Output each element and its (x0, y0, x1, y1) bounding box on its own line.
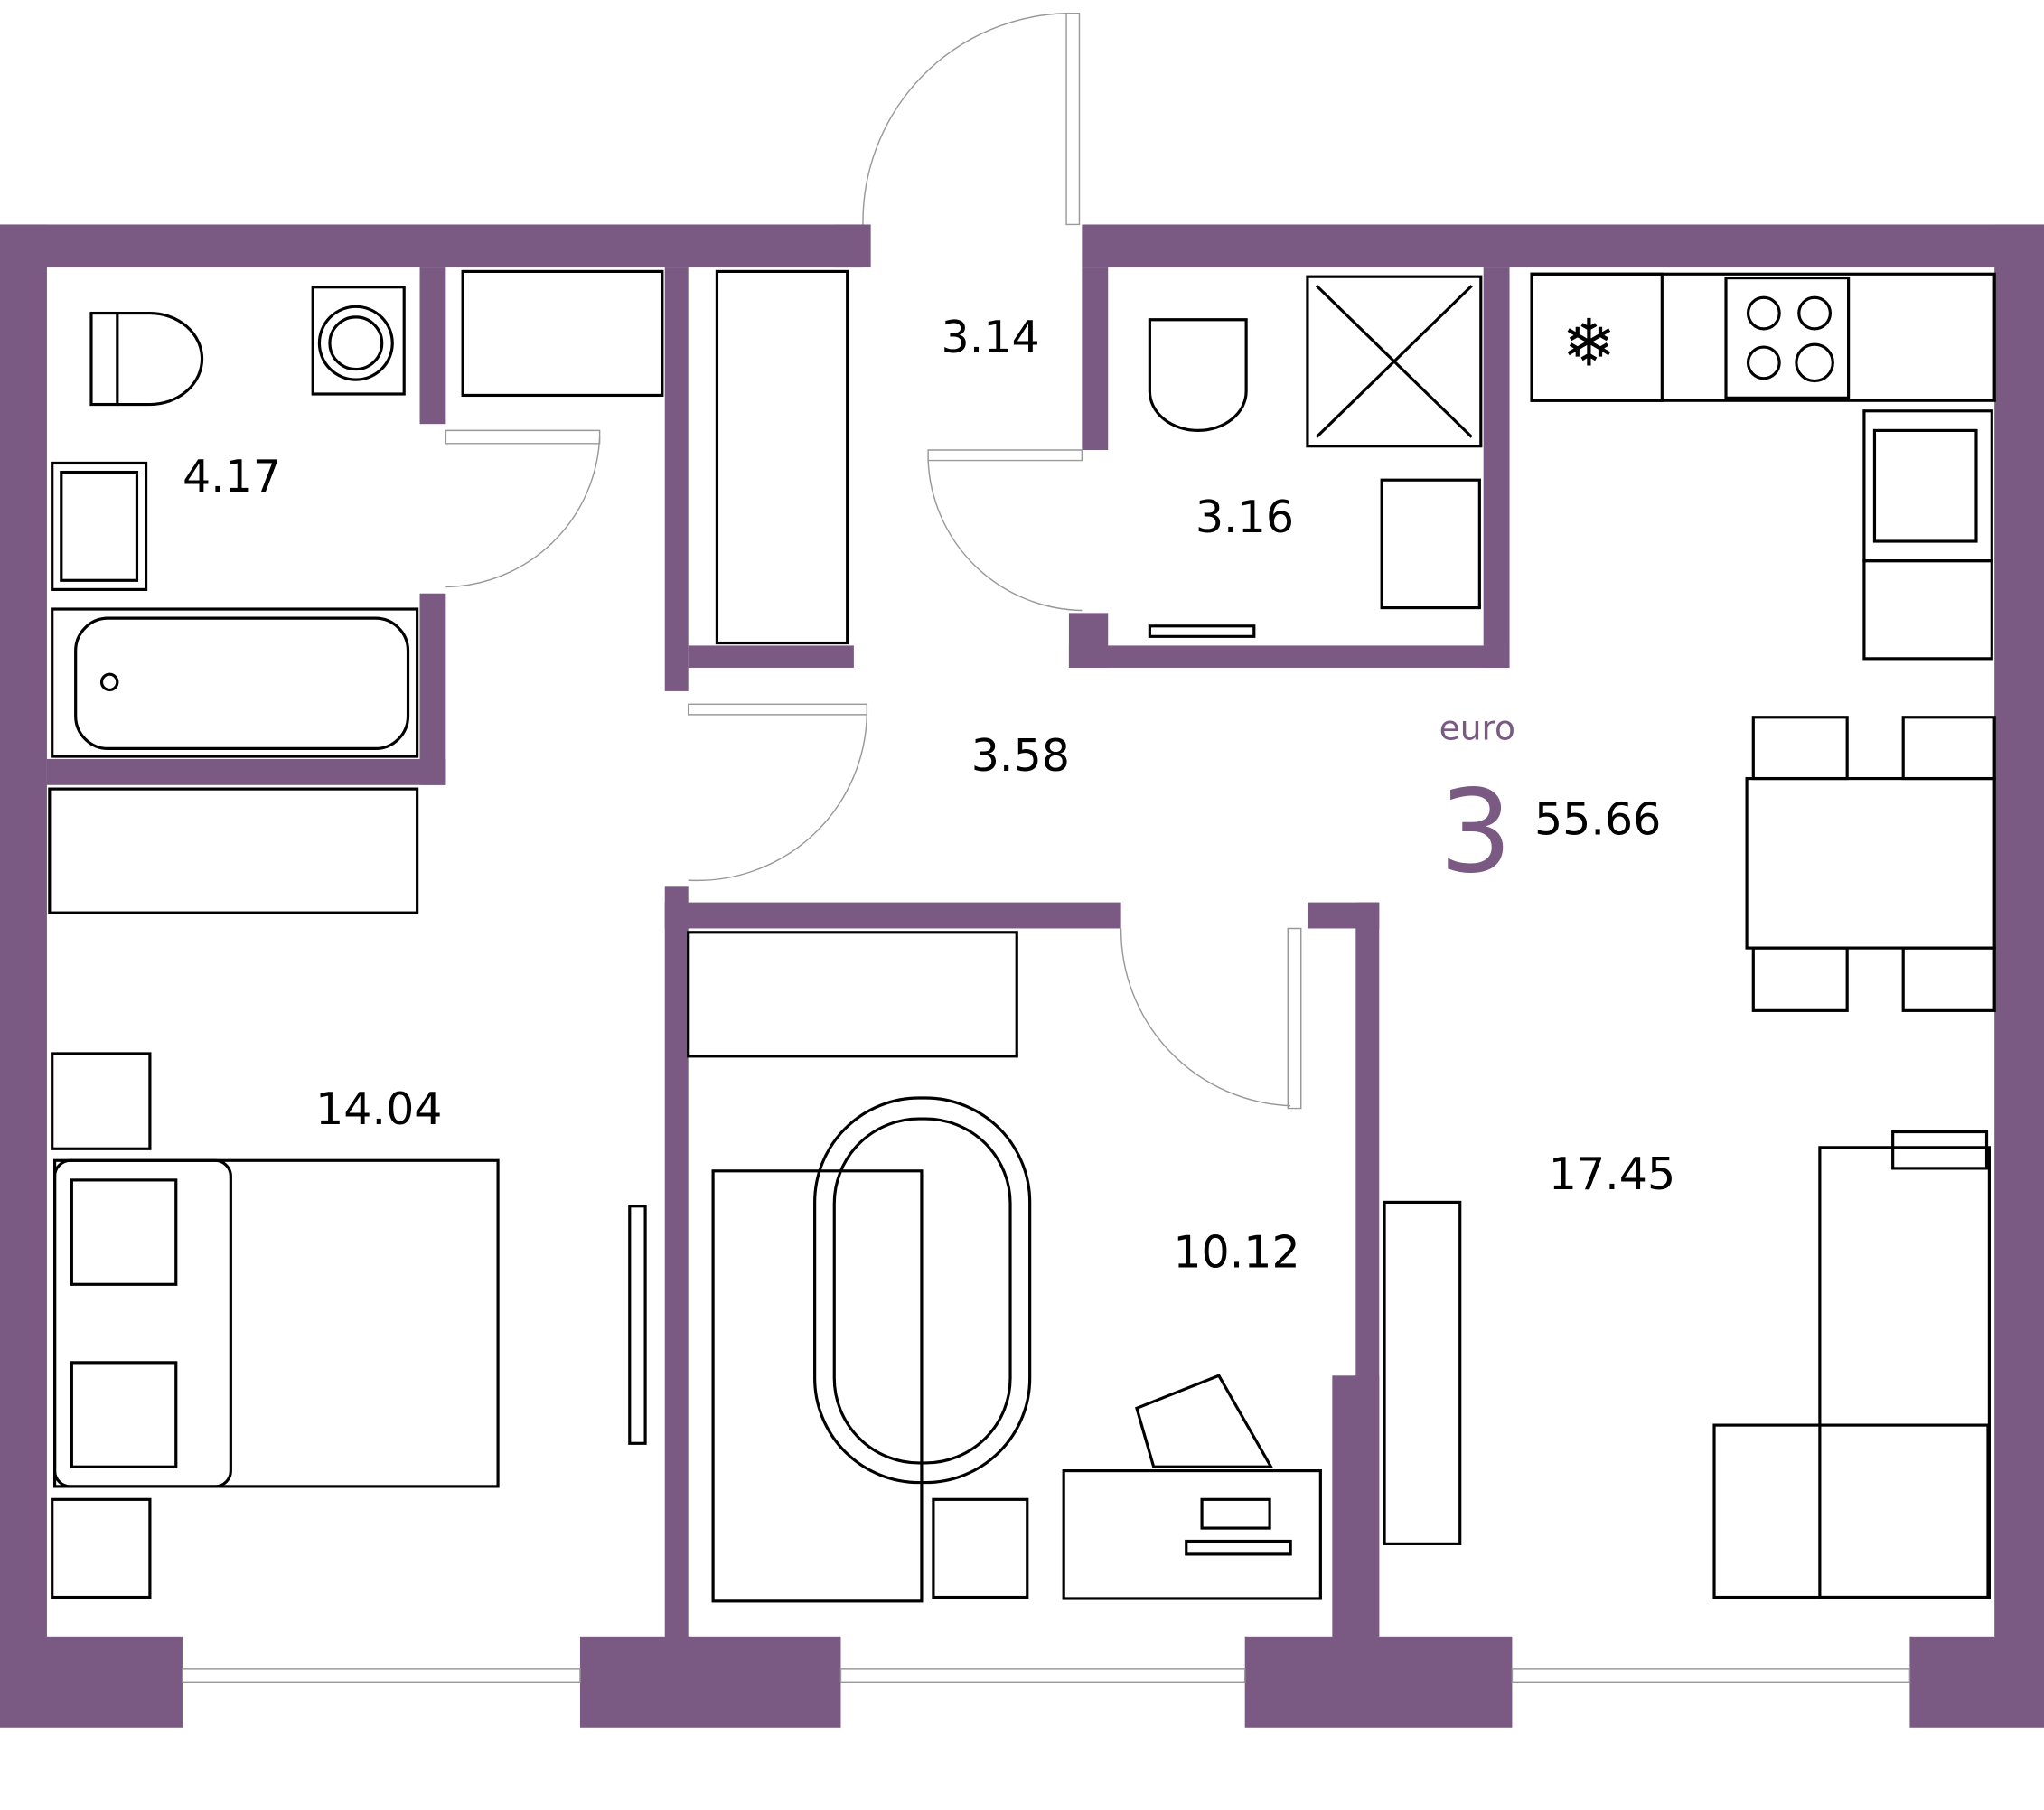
furniture: ❄ (48, 269, 1996, 1603)
stove-icon (1724, 277, 1851, 399)
bathtub-icon (51, 607, 419, 758)
room-area-study: 10.12 (1173, 1226, 1299, 1279)
toilet-icon (89, 311, 204, 407)
room-area-bedroom: 14.04 (315, 1083, 442, 1135)
chair-icon (1135, 1374, 1274, 1468)
sink-icon (51, 461, 148, 591)
cabinet-icon (932, 1497, 1029, 1599)
washing-machine-icon (311, 286, 406, 396)
nightstand-icon (51, 1052, 152, 1599)
room-area-shower-room: 3.16 (1195, 491, 1294, 543)
desk-icon (1062, 1469, 1322, 1600)
sofa-icon (1712, 1130, 1991, 1599)
walls (0, 224, 2044, 1728)
tv-icon (628, 1200, 1462, 1545)
sofa-bed-icon (711, 1096, 1032, 1603)
room-area-bathroom: 4.17 (183, 450, 281, 502)
room-area-corridor: 3.58 (971, 729, 1070, 782)
sink-icon-2 (1380, 478, 1481, 610)
total-area: 55.66 (1534, 793, 1661, 846)
fridge-icon: ❄ (1530, 272, 1664, 402)
rooms-count: 3 (1439, 764, 1513, 898)
room-area-kitchen-living: 17.45 (1549, 1148, 1675, 1200)
kitchen-sink-icon (1862, 409, 1993, 661)
dining-table-icon (1745, 716, 1996, 1012)
svg-text:❄: ❄ (1561, 305, 1616, 381)
wardrobe-icon (48, 269, 1018, 1058)
shower-icon (1306, 275, 1483, 448)
room-area-hall: 3.14 (942, 311, 1040, 363)
doors (445, 13, 1302, 1110)
windows (182, 1668, 1911, 1683)
towel-rail-icon (1148, 624, 1256, 638)
toilet-icon-2 (1148, 318, 1248, 432)
series-label: euro (1439, 708, 1515, 747)
bed-icon (53, 1158, 500, 1488)
